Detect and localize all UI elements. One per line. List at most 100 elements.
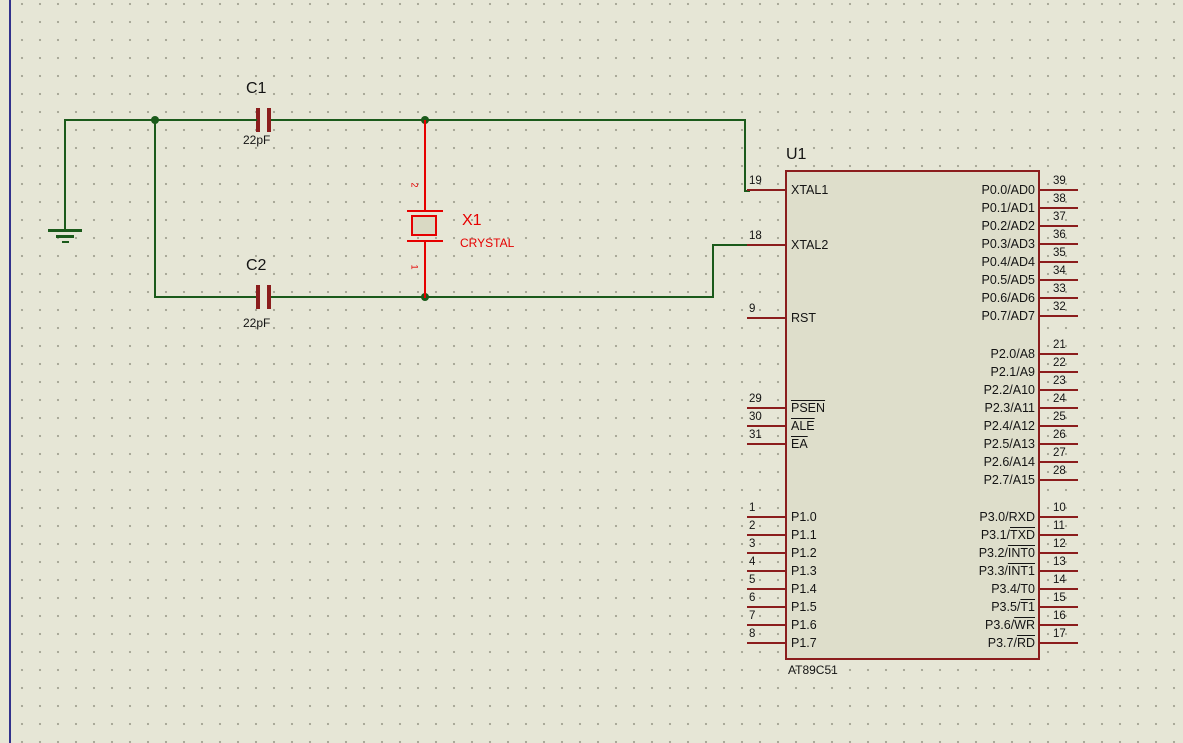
chip-at89c51-body[interactable] (785, 170, 1040, 660)
ground-symbol-bar[interactable] (48, 229, 82, 232)
pin-19[interactable] (747, 189, 785, 191)
pin-label: P0.6/AD6 (875, 290, 1035, 306)
pin-25[interactable] (1040, 425, 1078, 427)
wire-segment[interactable] (712, 244, 750, 246)
pin-number: 34 (1053, 265, 1066, 277)
pin-12[interactable] (1040, 552, 1078, 554)
pin-14[interactable] (1040, 588, 1078, 590)
pin-label-part: P3.3/ (978, 564, 1008, 578)
crystal-body[interactable] (411, 215, 437, 236)
pin-17[interactable] (1040, 642, 1078, 644)
pin-number: 13 (1053, 556, 1066, 568)
crystal-lead (407, 240, 443, 242)
wire-segment[interactable] (744, 190, 750, 192)
pin-label: P1.6 (791, 617, 817, 633)
pin-23[interactable] (1040, 389, 1078, 391)
pin-number: 23 (1053, 375, 1066, 387)
pin-7[interactable] (747, 624, 785, 626)
pin-16[interactable] (1040, 624, 1078, 626)
pin-36[interactable] (1040, 243, 1078, 245)
pin-37[interactable] (1040, 225, 1078, 227)
pin-21[interactable] (1040, 353, 1078, 355)
wire-segment[interactable] (154, 119, 156, 298)
pin-label: P0.4/AD4 (875, 254, 1035, 270)
pin-number: 31 (749, 429, 762, 441)
pin-number: 26 (1053, 429, 1066, 441)
pin-label-part: P2.2/A10 (983, 383, 1035, 397)
pin-label-part: P1.5 (791, 600, 817, 614)
pin-label-part: P0.4/AD4 (981, 255, 1035, 269)
x1-value-label[interactable]: CRYSTAL (460, 236, 515, 250)
c2-ref-label[interactable]: C2 (246, 257, 267, 274)
x1-ref-label[interactable]: X1 (462, 212, 482, 229)
capacitor-plate (267, 285, 271, 309)
pin-label-part: P3.7/ (987, 636, 1017, 650)
pin-10[interactable] (1040, 516, 1078, 518)
pin-8[interactable] (747, 642, 785, 644)
pin-28[interactable] (1040, 479, 1078, 481)
pin-label-part: P1.1 (791, 528, 817, 542)
c1-value-label[interactable]: 22pF (243, 133, 271, 147)
wire-segment[interactable] (271, 119, 746, 121)
pin-label: P3.0/RXD (875, 509, 1035, 525)
pin-30[interactable] (747, 425, 785, 427)
pin-32[interactable] (1040, 315, 1078, 317)
pin-label-part: INT0 (1007, 546, 1035, 560)
pin-label: P3.3/INT1 (875, 563, 1035, 579)
pin-3[interactable] (747, 552, 785, 554)
wire-segment[interactable] (744, 119, 746, 192)
pin-39[interactable] (1040, 189, 1078, 191)
pin-1[interactable] (747, 516, 785, 518)
pin-number: 6 (749, 592, 756, 604)
crystal-lead (407, 210, 443, 212)
pin-label-part: P0.5/AD5 (981, 273, 1035, 287)
wire-segment[interactable] (271, 296, 714, 298)
pin-13[interactable] (1040, 570, 1078, 572)
c2-value-label[interactable]: 22pF (243, 316, 271, 330)
pin-label: P0.3/AD3 (875, 236, 1035, 252)
pin-label-part: RD (1016, 636, 1035, 650)
pin-label: P3.5/T1 (875, 599, 1035, 615)
pin-number: 39 (1053, 175, 1066, 187)
pin-18[interactable] (747, 244, 785, 246)
pin-5[interactable] (747, 588, 785, 590)
u1-part-label[interactable]: AT89C51 (788, 663, 838, 677)
pin-35[interactable] (1040, 261, 1078, 263)
pin-4[interactable] (747, 570, 785, 572)
pin-31[interactable] (747, 443, 785, 445)
wire-segment[interactable] (155, 296, 256, 298)
pin-label: P2.6/A14 (875, 454, 1035, 470)
u1-ref-label[interactable]: U1 (786, 146, 807, 163)
ground-symbol-bar[interactable] (56, 235, 74, 238)
pin-29[interactable] (747, 407, 785, 409)
pin-label-part: P0.2/AD2 (981, 219, 1035, 233)
pin-label: PSEN (791, 400, 825, 416)
pin-15[interactable] (1040, 606, 1078, 608)
pin-label: P1.1 (791, 527, 817, 543)
wire-segment[interactable] (712, 246, 714, 298)
wire-segment[interactable] (65, 119, 257, 121)
pin-24[interactable] (1040, 407, 1078, 409)
pin-38[interactable] (1040, 207, 1078, 209)
pin-label-part: P2.4/A12 (983, 419, 1035, 433)
wire-segment[interactable] (64, 119, 66, 229)
pin-22[interactable] (1040, 371, 1078, 373)
pin-11[interactable] (1040, 534, 1078, 536)
pin-label: P0.0/AD0 (875, 182, 1035, 198)
pin-label: P1.4 (791, 581, 817, 597)
ground-symbol-bar[interactable] (62, 241, 69, 243)
pin-number: 27 (1053, 447, 1066, 459)
pin-6[interactable] (747, 606, 785, 608)
pin-9[interactable] (747, 317, 785, 319)
c1-ref-label[interactable]: C1 (246, 80, 267, 97)
sheet-margin (0, 0, 9, 743)
pin-label: P0.1/AD1 (875, 200, 1035, 216)
pin-26[interactable] (1040, 443, 1078, 445)
pin-27[interactable] (1040, 461, 1078, 463)
pin-2[interactable] (747, 534, 785, 536)
pin-label-part: P2.0/A8 (990, 347, 1035, 361)
pin-34[interactable] (1040, 279, 1078, 281)
pin-33[interactable] (1040, 297, 1078, 299)
pin-label-part: P3.4/T0 (991, 582, 1035, 596)
